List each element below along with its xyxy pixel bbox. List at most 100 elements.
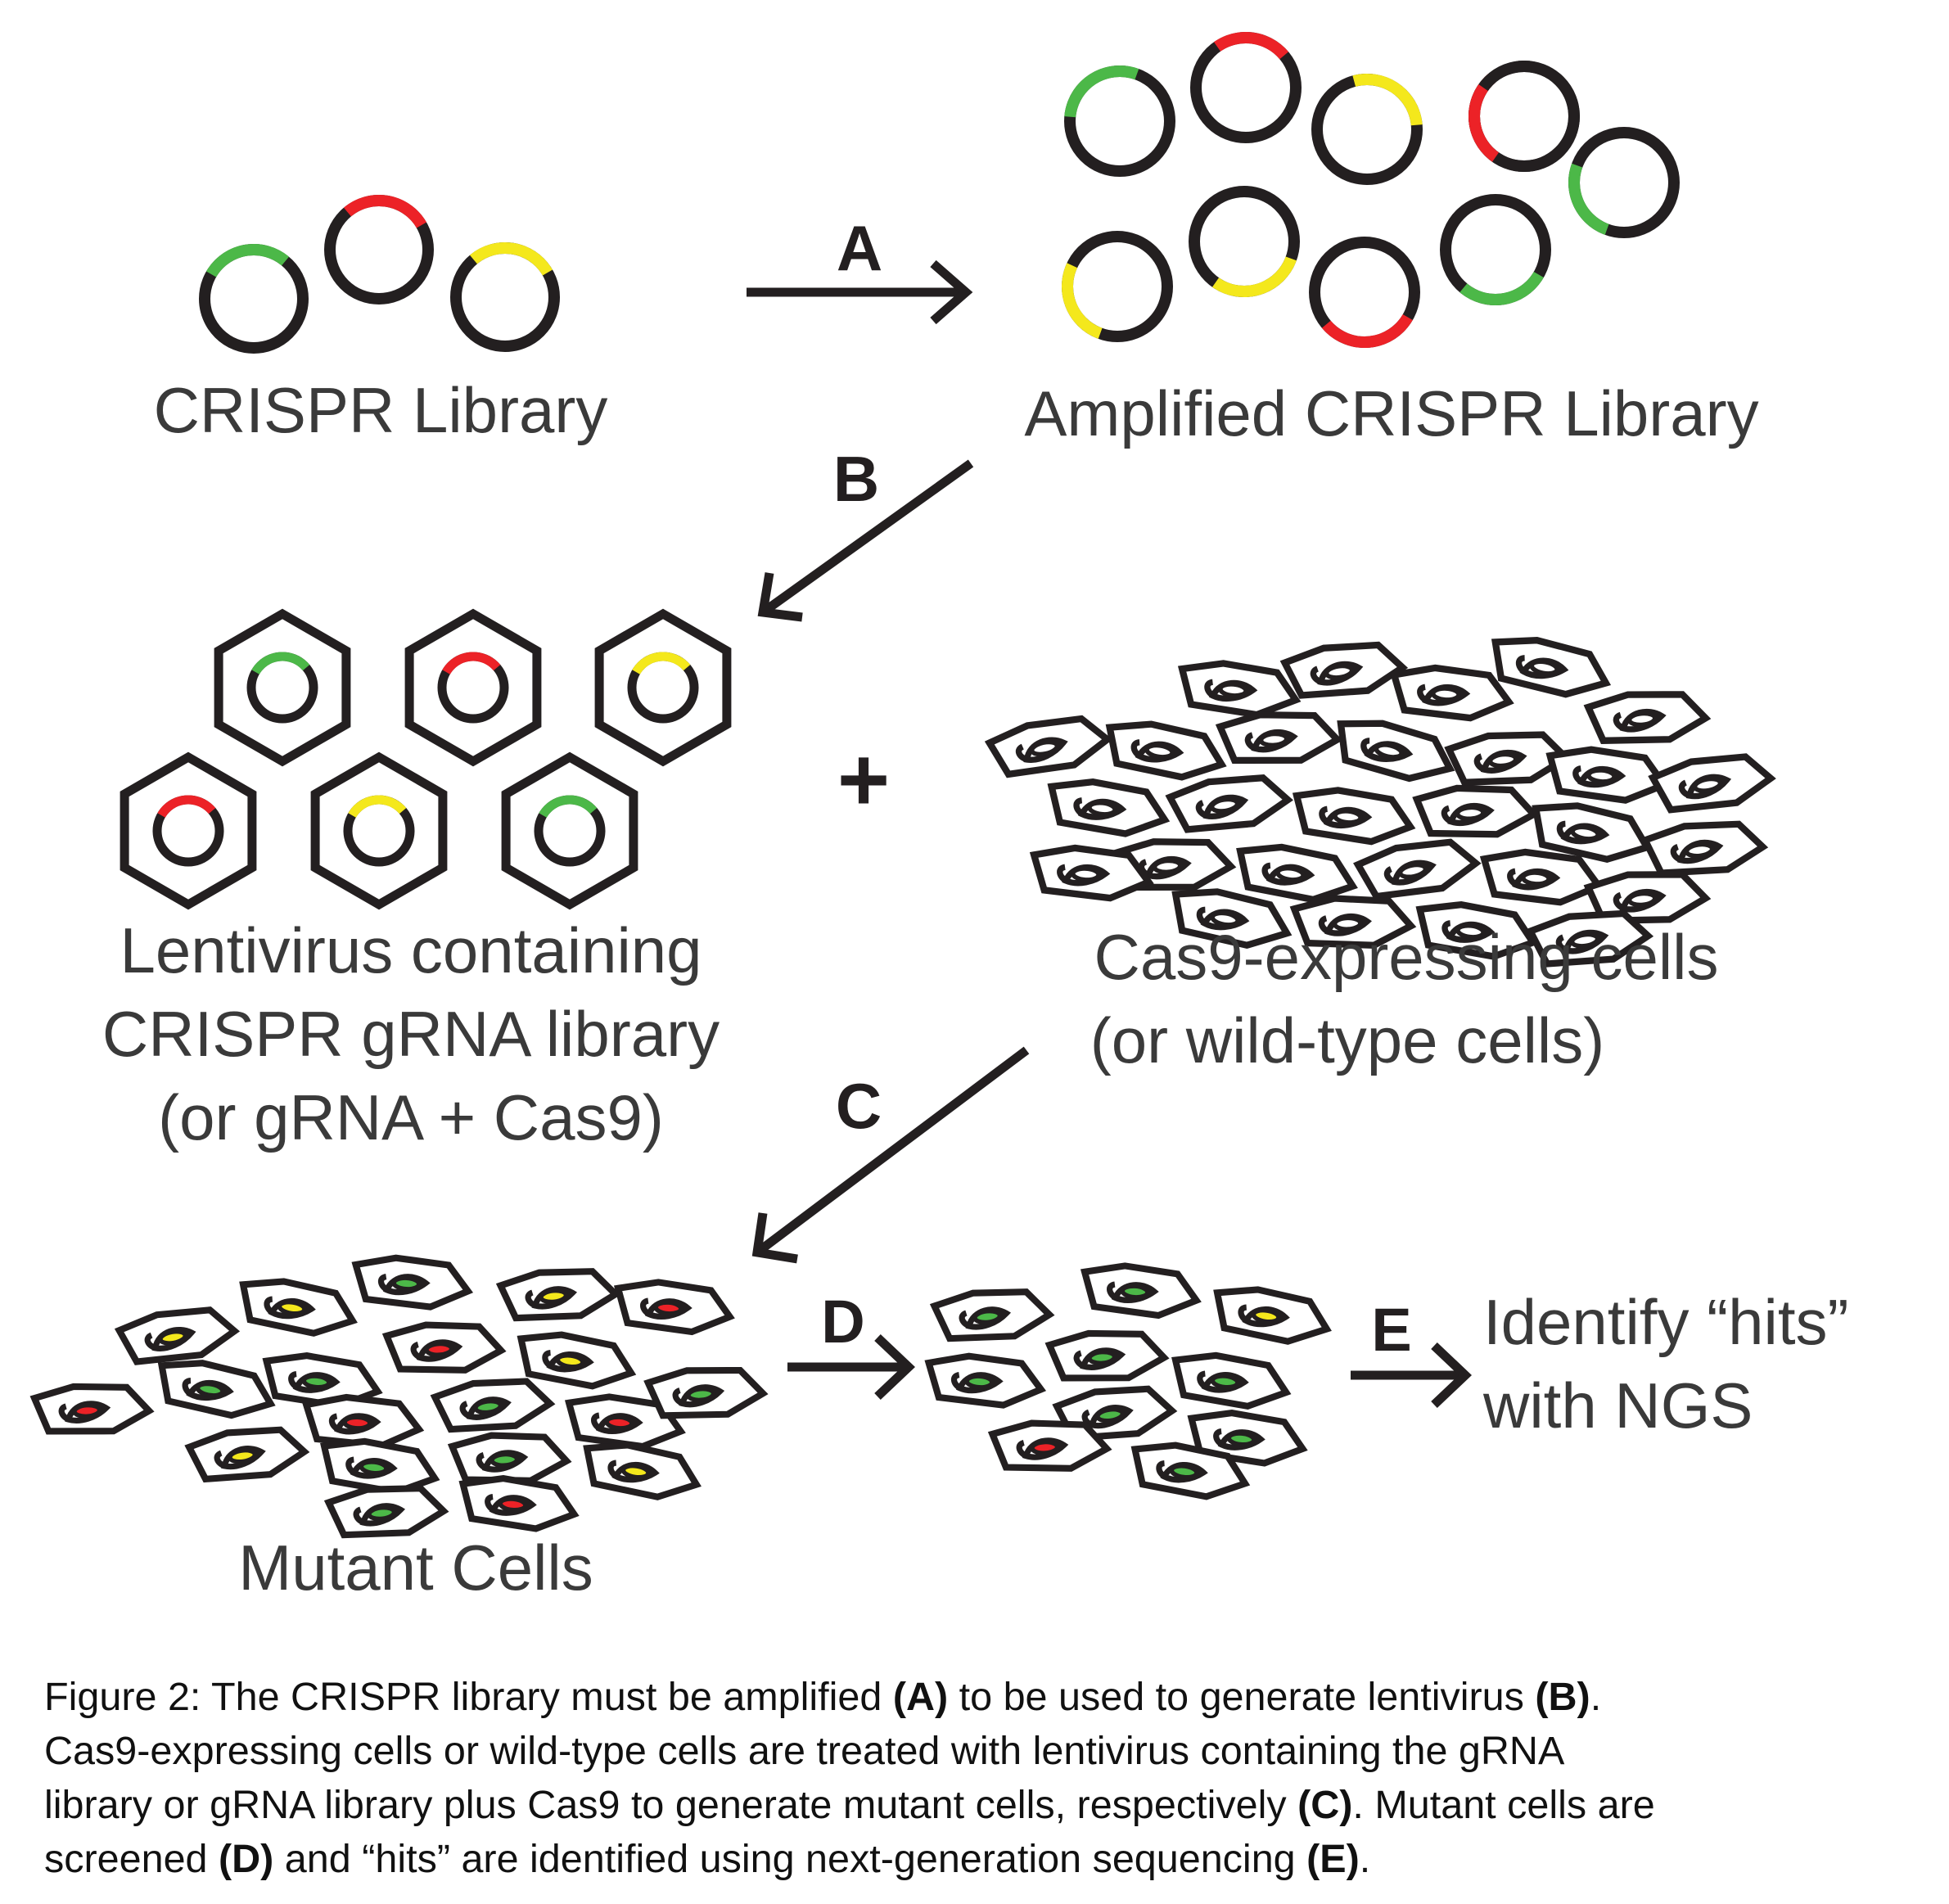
lentivirus-particle xyxy=(120,751,257,910)
plasmid-yellow xyxy=(450,242,560,352)
cell xyxy=(1171,888,1293,950)
caption-text: . Mutant cells are xyxy=(1352,1783,1655,1827)
cell xyxy=(1525,909,1654,968)
cell xyxy=(1444,731,1572,786)
cell xyxy=(1215,711,1343,765)
cell xyxy=(430,1378,556,1433)
caption-ref-a: (A) xyxy=(892,1675,949,1719)
cell xyxy=(1640,820,1769,877)
viral-plasmid xyxy=(246,652,318,724)
caption-text: Cas9-expressing cells or wild-type cells… xyxy=(44,1729,1565,1773)
cell xyxy=(1044,1329,1170,1382)
cell xyxy=(114,1306,241,1365)
step-e-label: E xyxy=(1371,1296,1411,1364)
cell xyxy=(929,1288,1055,1342)
caption-ref-e: (E) xyxy=(1306,1837,1360,1881)
cell xyxy=(1292,787,1416,846)
cell xyxy=(262,1352,383,1410)
cell xyxy=(381,1321,507,1374)
cas9-cells-cluster xyxy=(984,637,1776,968)
cell xyxy=(1337,720,1455,783)
cell xyxy=(301,1393,425,1450)
lentivirus-particle xyxy=(594,608,732,767)
screened-cells-cluster xyxy=(924,1262,1332,1500)
cell xyxy=(1187,1410,1308,1467)
cell xyxy=(1289,895,1417,949)
caption-ref-b: (B) xyxy=(1535,1675,1590,1719)
arrow-b xyxy=(757,459,974,622)
cell xyxy=(1479,848,1604,906)
cell xyxy=(1583,871,1712,925)
caption-ref-c: (C) xyxy=(1297,1783,1353,1827)
viral-plasmid xyxy=(152,795,224,867)
cell xyxy=(1177,660,1302,719)
cell xyxy=(495,1268,621,1322)
cell xyxy=(1029,844,1154,902)
cell xyxy=(1279,641,1409,699)
cell xyxy=(447,1432,572,1484)
cell xyxy=(1236,843,1358,904)
plus-sign: + xyxy=(837,729,890,830)
cas9-cells-label-line1: Cas9-expressing cells xyxy=(1094,921,1719,993)
lentivirus-label-line1: Lentivirus containing xyxy=(120,914,702,986)
lentivirus-particle xyxy=(404,608,542,767)
viral-plasmid xyxy=(437,652,509,724)
caption-text: screened xyxy=(44,1837,219,1881)
caption-ref-d: (D) xyxy=(219,1837,274,1881)
cell xyxy=(458,1475,580,1532)
cell xyxy=(323,1485,449,1539)
lentivirus-particles xyxy=(120,608,732,910)
step-c-label: C xyxy=(836,1070,882,1142)
cell xyxy=(320,1437,440,1496)
cell xyxy=(564,1393,686,1451)
cell xyxy=(613,1279,735,1336)
cell xyxy=(1105,720,1227,781)
cell xyxy=(1389,664,1514,722)
cell xyxy=(157,1360,276,1419)
cell xyxy=(1165,774,1293,833)
lentivirus-particle xyxy=(310,751,448,910)
cell xyxy=(1353,838,1482,900)
identify-hits-line2: with NGS xyxy=(1482,1369,1753,1442)
plasmid-red xyxy=(324,195,434,305)
viral-plasmid xyxy=(343,795,415,867)
cell xyxy=(583,1442,702,1500)
cell xyxy=(1412,784,1540,838)
caption-line-2: Cas9-expressing cells or wild-type cells… xyxy=(44,1724,1919,1778)
figure-caption: Figure 2: The CRISPR library must be amp… xyxy=(44,1670,1919,1886)
plasmid-amplified xyxy=(1309,237,1420,348)
cell xyxy=(1213,1286,1332,1345)
mutant-cells-label: Mutant Cells xyxy=(238,1532,593,1604)
caption-text: to be used to generate lentivirus xyxy=(948,1675,1536,1719)
cell xyxy=(1648,753,1776,814)
mutant-cells-cluster xyxy=(29,1254,769,1539)
arrow-d xyxy=(787,1334,915,1400)
caption-text: . xyxy=(1359,1837,1371,1881)
lentivirus-particle xyxy=(501,751,638,910)
cell xyxy=(184,1426,310,1483)
crispr-library-label: CRISPR Library xyxy=(154,374,608,446)
crispr-library-plasmids xyxy=(199,195,560,354)
cas9-cells-label-line2: (or wild-type cells) xyxy=(1090,1004,1604,1076)
cell xyxy=(984,715,1113,778)
cell xyxy=(1130,1442,1251,1500)
arrow-a xyxy=(747,259,973,325)
cell xyxy=(29,1383,155,1435)
caption-line-3: library or gRNA library plus Cas9 to gen… xyxy=(44,1778,1919,1832)
caption-line-1: Figure 2: The CRISPR library must be amp… xyxy=(44,1670,1919,1724)
cell xyxy=(1545,746,1670,804)
step-b-label: B xyxy=(833,443,879,515)
cell xyxy=(1532,802,1653,864)
cell xyxy=(517,1331,637,1390)
step-d-label: D xyxy=(821,1288,864,1356)
caption-text: . xyxy=(1590,1675,1602,1719)
caption-line-4: screened (D) and “hits” are identified u… xyxy=(44,1832,1919,1886)
plasmid-amplified xyxy=(1064,65,1175,177)
cell xyxy=(239,1278,358,1337)
amplified-library-plasmids xyxy=(1062,32,1680,348)
cell xyxy=(1583,691,1712,745)
cell xyxy=(643,1366,769,1419)
caption-text: Figure 2: The CRISPR library must be amp… xyxy=(44,1675,893,1719)
arrow-e xyxy=(1351,1342,1472,1408)
